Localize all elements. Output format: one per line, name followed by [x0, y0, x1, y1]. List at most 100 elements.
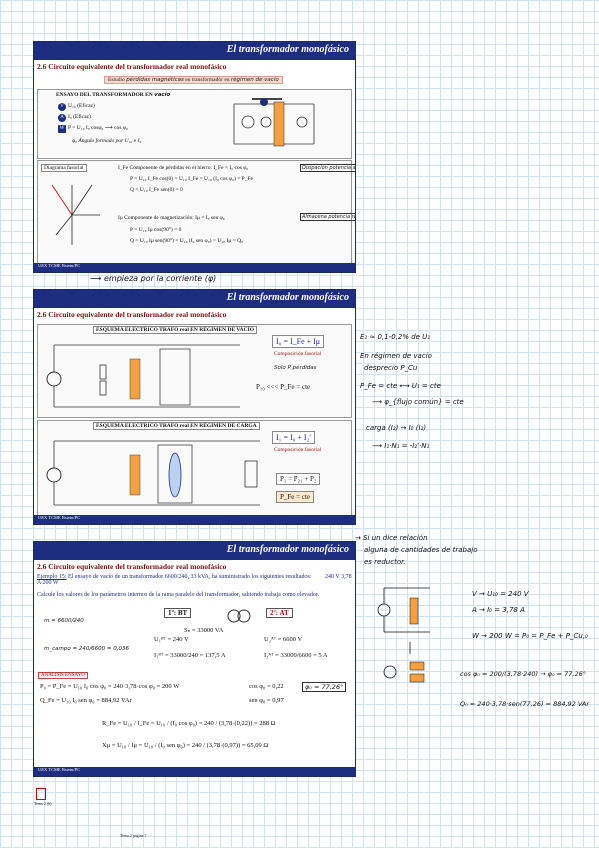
- side-result: A → I₀ = 3,78 A: [472, 606, 525, 614]
- slide-header-title: El transformador monofásico: [226, 544, 349, 555]
- fasorial-panel: Diagrama fasorial I_Fe Componente de pér…: [37, 160, 355, 272]
- subtitle-hw: pérdidas magnéticas: [126, 77, 184, 83]
- handnote-slide1: ⟶ empieza por la corriente (φ): [90, 274, 217, 283]
- comp-line-3: Q = U₁₀ I_Fe sen(0) = 0: [130, 187, 183, 193]
- slide-header: El transformador monofásico: [34, 542, 355, 560]
- slide-header: El transformador monofásico: [34, 290, 355, 308]
- side-note: desprecio P_Cu: [364, 364, 418, 372]
- section-title: 2.6 Circuito equivalente del transformad…: [37, 310, 227, 319]
- phasor-diagram: [51, 184, 100, 245]
- ensayo-title-text: ENSAYO DEL TRANSFORMADOR EN: [56, 92, 153, 98]
- phi-note: φ₀ Ángulo formado por U₁₀ e I₀: [72, 138, 142, 144]
- i1-value: I₁ᴮᵀ = 33000/240 = 137,5 A: [154, 652, 226, 659]
- example-question: Calcule los valores de los parámetros in…: [37, 592, 319, 598]
- q0-eq: Q_Fe = U₁₀ I₀ sen φ₀ = 884,92 VAr: [40, 697, 132, 704]
- p0-eq: P₀ = P_Fe = U₁₀ I₀ cos φ₀ = 240·3,78·cos…: [40, 683, 180, 690]
- example-title: Ejemplo 15:: [37, 574, 67, 580]
- hand-circuit-sketch: [377, 587, 430, 683]
- comp2-line-1: Iμ Componente de magnetización: Iμ = I₀ …: [118, 215, 225, 221]
- slide-footer: UEX TCME Bstein/PC: [34, 263, 355, 272]
- slide-2: El transformador monofásico 2.6 Circuito…: [33, 289, 356, 525]
- box-disipacion: Disipación potencia activa: [300, 164, 355, 172]
- example-results: 240 V 3,78 A 200 W: [37, 574, 352, 586]
- eq-i1: I₁ = I₀ + I₂': [272, 431, 315, 444]
- side-note: ⟶ φ_{flujo común} = cte: [372, 398, 464, 406]
- slide-header: El transformador monofásico: [34, 42, 355, 60]
- diagram-label: Diagrama fasorial: [41, 164, 87, 172]
- slide-1: El transformador monofásico 2.6 Circuito…: [33, 41, 356, 273]
- cos-value: cos φ₀ = 0,22: [249, 683, 284, 690]
- side-note: E₁ ≈ 0,1-0,2% de U₁: [360, 333, 431, 341]
- subtitle-prefix: Estudio: [108, 77, 125, 83]
- slide-header-title: El transformador monofásico: [226, 292, 349, 303]
- meas-ammeter-text: I₀ (Eficaz): [68, 114, 91, 120]
- xmu-eq: Xμ = U₁₀ / Iμ = U₁₀ / (I₀ sen φ₀) = 240 …: [102, 742, 269, 749]
- example-text: Ejemplo 15: El ensayo de vacío de un tra…: [37, 574, 352, 586]
- phi-result: φ₀ = 77,26°: [302, 682, 347, 692]
- side-note: ⟶ I₁·N₁ = -I₂'·N₁: [372, 442, 430, 450]
- eq-i0-caption: Composición fasorial: [274, 351, 322, 357]
- slide-footer: UEX TCME Bstein/PC: [34, 767, 355, 776]
- side-result: W → 200 W = P₀ = P_Fe + P_Cu,₀: [472, 632, 588, 640]
- transformer-icon: [227, 609, 251, 623]
- vacio-circuit: [46, 344, 240, 408]
- side-calc-q: Q₀ = 240·3,78·sen(77,26) = 884,92 VAr: [460, 700, 590, 708]
- u2-value: U₂ᴬᵀ = 6600 V: [264, 636, 303, 643]
- eq-p1: P₁ = P₂₁ + P₂: [276, 473, 321, 485]
- side-note: → Si un dice relación: [355, 534, 428, 542]
- footer-text: UEX TCME Bstein/PC: [38, 263, 81, 268]
- vacio-scheme-panel: ESQUEMA ELECTRICO TRAFO real EN RÉGIMEN …: [37, 324, 352, 418]
- vacio-circuit-diagram: [233, 98, 315, 147]
- subtitle-suffix: en transformador en: [185, 77, 230, 83]
- side-note: es reductor.: [364, 558, 406, 566]
- side-note: P_Fe = cte ⟷ U₁ = cte: [360, 382, 441, 390]
- slide-3: El transformador monofásico 2.6 Circuito…: [33, 541, 356, 777]
- footer-text: UEX TCME Bstein/PC: [38, 515, 81, 520]
- eq-i0: I₀ = I_Fe + Iμ: [272, 335, 325, 348]
- sen-value: sen φ₀ = 0,97: [249, 697, 284, 704]
- voltmeter-icon: V: [58, 103, 66, 111]
- meas-wattmeter-text: P = U₁₀ I₀ cosφ₀ ⟶ cos φ₀: [68, 125, 128, 131]
- label-carga: ESQUEMA ELECTRICO TRAFO real EN RÉGIMEN …: [93, 422, 260, 430]
- sn-value: Sₙ = 33000 VA: [184, 627, 224, 634]
- u1-value: U₁ᴮᵀ = 240 V: [154, 636, 189, 643]
- bottom-logo-icon: [36, 788, 46, 800]
- wattmeter-icon: W: [58, 125, 66, 133]
- side-result: V → U₁₀ = 240 V: [472, 590, 529, 598]
- carga-scheme-panel: ESQUEMA ELECTRICO TRAFO real EN RÉGIMEN …: [37, 420, 352, 516]
- eq-i1-caption: Composición fasorial: [274, 447, 322, 453]
- eq-pfe: P_Fe = cte: [276, 491, 314, 503]
- i2-value: I₂ᴬᵀ = 33000/6600 = 5 A: [264, 652, 328, 659]
- side-note: alguna de cantidades de trabajo: [364, 546, 478, 554]
- side-calc-cos: cos φ₀ = 200/(3,78·240) → φ₀ = 77,26°: [460, 670, 586, 678]
- ensayo-title-hw: vacío: [154, 92, 171, 98]
- rfe-eq: R_Fe = U₁₀ / I_Fe = U₁₀ / (I₀ cos φ₀) = …: [102, 720, 276, 727]
- slide-footer: UEX TCME Bstein/PC: [34, 515, 355, 524]
- ammeter-icon: A: [58, 114, 66, 122]
- side-note: En régimen de vacío: [360, 352, 432, 360]
- solo-note: Solo P pérdidas: [274, 365, 317, 371]
- box-almacena: Almacena potencia reactiva: [300, 213, 355, 221]
- comp-line-1: I_Fe Componente de pérdidas en el hierro…: [118, 165, 249, 171]
- side-note: carga (I₂) → I₀ (I₂): [366, 424, 427, 432]
- meas-voltmeter-text: U₁₀ (Eficaz): [68, 103, 95, 109]
- secondary-label: 2º: AT: [266, 608, 293, 618]
- subtitle-bar: Estudio pérdidas magnéticas en transform…: [104, 76, 283, 84]
- slide-header-title: El transformador monofásico: [226, 44, 349, 55]
- subtitle-hw2: régimen de vacío: [230, 77, 279, 83]
- p-eq: P₁₀ <<< P_Fe = cte: [256, 383, 311, 391]
- primary-label: 1º: BT: [164, 608, 192, 618]
- hw-m: m = 6600/240: [44, 618, 84, 624]
- label-vacio: ESQUEMA ELECTRICO TRAFO real EN RÉGIMEN …: [93, 326, 258, 334]
- comp2-line-3: Q = U₁₀ Iμ sen(90°) = U₁₀ (I₀ sen φ₀) = …: [130, 238, 244, 244]
- footer-text: UEX TCME Bstein/PC: [38, 767, 81, 772]
- section-title: 2.6 Circuito equivalente del transformad…: [37, 562, 227, 571]
- analisis-label: ANÁLISIS ENSAYO: [38, 672, 88, 679]
- comp2-line-2: P = U₁₀ Iμ cos(90°) = 0: [130, 227, 182, 233]
- bottom-page: Tema 2 página 7: [120, 833, 147, 838]
- carga-circuit: [46, 440, 260, 506]
